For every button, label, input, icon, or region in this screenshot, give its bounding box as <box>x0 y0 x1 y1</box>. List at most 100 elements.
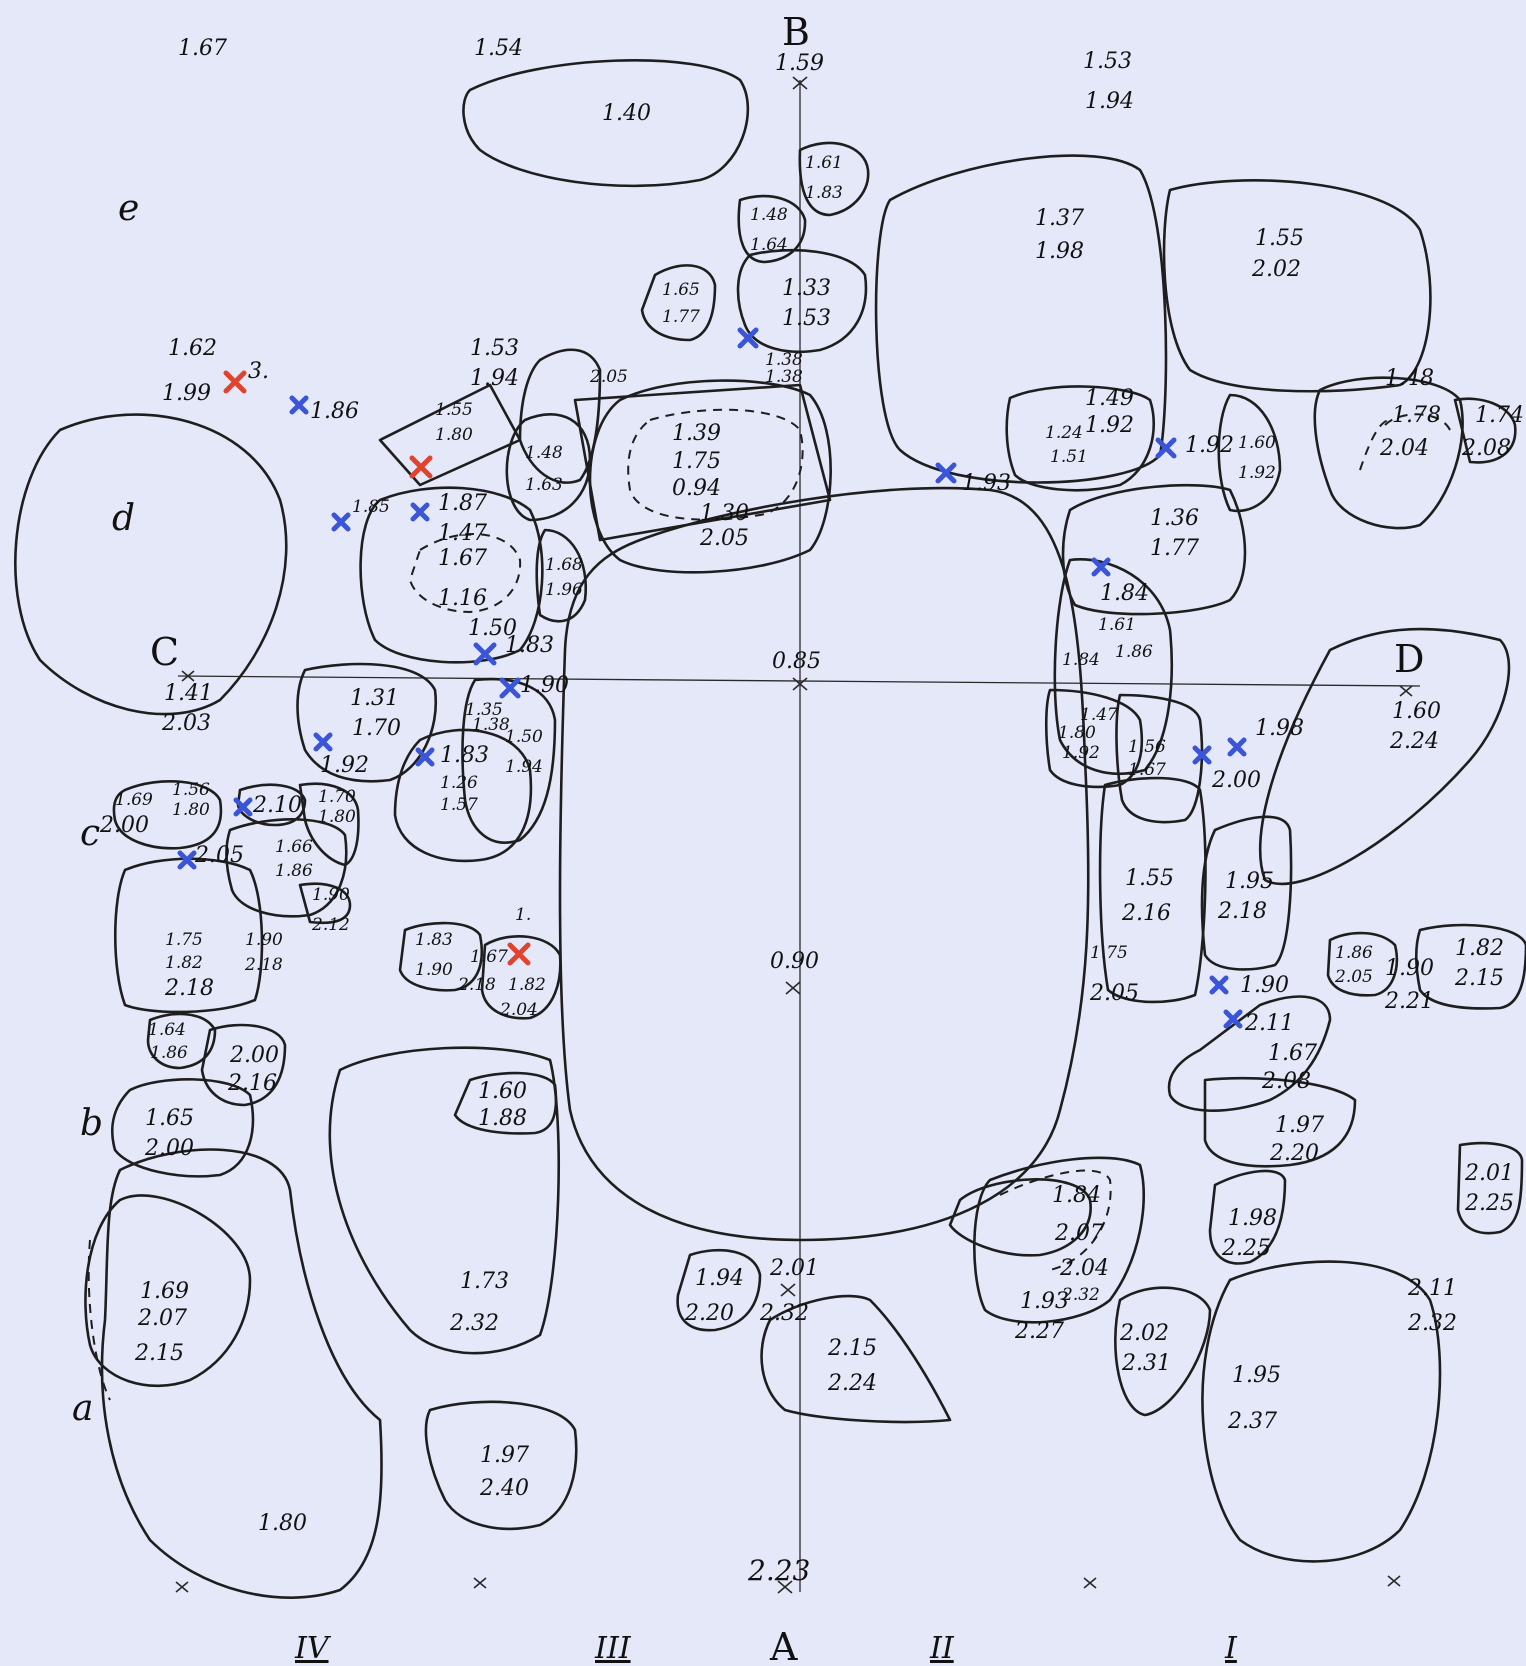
reading: 1.65 <box>145 1106 194 1131</box>
reading: 1.84 <box>1062 650 1100 670</box>
stone-s35 <box>1098 776 1207 1004</box>
reading: 2.15 <box>827 1336 877 1361</box>
reading: 1.77 <box>662 307 700 327</box>
reading: 1.78 <box>1392 403 1441 428</box>
stone-s33b <box>200 1023 287 1107</box>
reading: 1.95 <box>1225 869 1274 894</box>
reading: 1.97 <box>480 1443 529 1468</box>
reading: 2.07 <box>1054 1221 1104 1246</box>
stone-s34b <box>480 934 562 1020</box>
reading: 1.90 <box>1240 973 1289 998</box>
stone-s9 <box>518 348 602 484</box>
stone-s40 <box>111 1078 255 1178</box>
reading: 1.74 <box>1475 403 1524 428</box>
reading: 2.32 <box>1061 1285 1100 1305</box>
reading: 1.67 <box>438 546 487 571</box>
reading: 1.54 <box>474 36 523 61</box>
stone-s32 <box>113 857 264 1014</box>
reading: 1.38 <box>765 367 803 387</box>
reading: 2.00 <box>1211 768 1261 793</box>
reading: 1.55 <box>1125 866 1174 891</box>
reading: 1.73 <box>460 1269 509 1294</box>
reading: 2.40 <box>479 1476 529 1501</box>
reading: 1.47 <box>1080 705 1118 725</box>
dashed-outline <box>999 1169 1112 1271</box>
reading: 2.21 <box>1384 989 1434 1014</box>
stone-s45 <box>424 1400 578 1531</box>
stone-s27 <box>393 728 533 863</box>
reading: 1.80 <box>318 807 356 827</box>
section-i: I <box>1224 1631 1238 1666</box>
reading: 2.02 <box>1251 257 1301 282</box>
reading: 1.94 <box>505 757 543 777</box>
reading: 1.67 <box>1268 1041 1317 1066</box>
stone-d-left <box>14 413 288 716</box>
stone-s34a <box>398 921 484 992</box>
stone-s26 <box>461 677 557 844</box>
reading: 1.68 <box>545 555 583 575</box>
reading: 1.60 <box>478 1079 527 1104</box>
axis-label-c: C <box>150 630 179 674</box>
reading: 1.80 <box>1058 723 1096 743</box>
stone-s18 <box>1053 558 1174 776</box>
stone-s33 <box>146 1012 217 1070</box>
dashed-outline <box>87 1239 111 1401</box>
stone-s28b <box>1115 693 1204 824</box>
section-ii: II <box>929 1631 955 1666</box>
reading: 1.39 <box>672 421 721 446</box>
stone-s8 <box>588 379 832 574</box>
stone-s48 <box>973 1156 1146 1324</box>
reading: 1.83 <box>415 930 453 950</box>
reading: 1.70 <box>352 716 401 741</box>
reading: 2.08 <box>1261 1069 1311 1094</box>
blue-markers <box>177 327 1247 1029</box>
stone-s36 <box>1200 815 1293 971</box>
reading: 2.16 <box>1121 901 1171 926</box>
reading: 1.61 <box>805 153 843 173</box>
stone-d <box>1258 627 1511 886</box>
reading: 1.50 <box>505 727 543 747</box>
reading: 2.18 <box>457 975 496 995</box>
reading: 1.40 <box>602 101 651 126</box>
stone-s46 <box>676 1248 762 1332</box>
reading: 2.32 <box>1407 1311 1457 1336</box>
reading: 1.83 <box>505 633 554 658</box>
reading: 1.99 <box>162 381 211 406</box>
stone-s3 <box>1313 376 1464 530</box>
axis-label-a: A <box>769 1625 798 1666</box>
stone-s4 <box>798 141 870 217</box>
reading: 2.02 <box>1119 1321 1169 1346</box>
reading: 1.63 <box>525 475 563 495</box>
reading: 1.93 <box>1020 1289 1069 1314</box>
reading: 2.32 <box>449 1311 499 1336</box>
value-d-2: 2.24 <box>1389 729 1439 754</box>
stone-s49 <box>1114 1286 1212 1417</box>
letter-a: a <box>72 1388 93 1429</box>
reading: 1.16 <box>438 586 487 611</box>
stone-s13 <box>1005 385 1156 492</box>
reading: 1.24 <box>1045 423 1083 443</box>
reading: 1.67 <box>178 36 227 61</box>
reading: 2.18 <box>1217 899 1267 924</box>
red-markers <box>223 370 531 966</box>
reading: 1.80 <box>258 1511 307 1536</box>
reading: 1.30 <box>700 501 749 526</box>
reading: 2.00 <box>99 813 149 838</box>
reading: 1.38 <box>472 715 510 735</box>
reading: 2.04 <box>1059 1256 1109 1281</box>
stone-readings: 1.37 1.98 1.55 2.02 1.48 1.78 2.04 1.74 … <box>99 153 1524 1536</box>
stone-s51 <box>1201 1260 1442 1563</box>
reading: 1.69 <box>115 790 153 810</box>
reading: 1.55 <box>435 400 473 420</box>
reading: 1.36 <box>1150 506 1199 531</box>
reading: 1.93 <box>962 471 1011 496</box>
reading: 2.31 <box>1121 1351 1171 1376</box>
reading: 1.75 <box>672 449 721 474</box>
stone-s41 <box>453 1071 558 1135</box>
reading: 1.86 <box>1115 642 1153 662</box>
central-slab <box>558 486 1090 1242</box>
reading: 2.16 <box>227 1071 277 1096</box>
reading: 1.67 <box>1128 760 1166 780</box>
reading: 1.82 <box>165 953 203 973</box>
reading: 1.64 <box>750 235 788 255</box>
